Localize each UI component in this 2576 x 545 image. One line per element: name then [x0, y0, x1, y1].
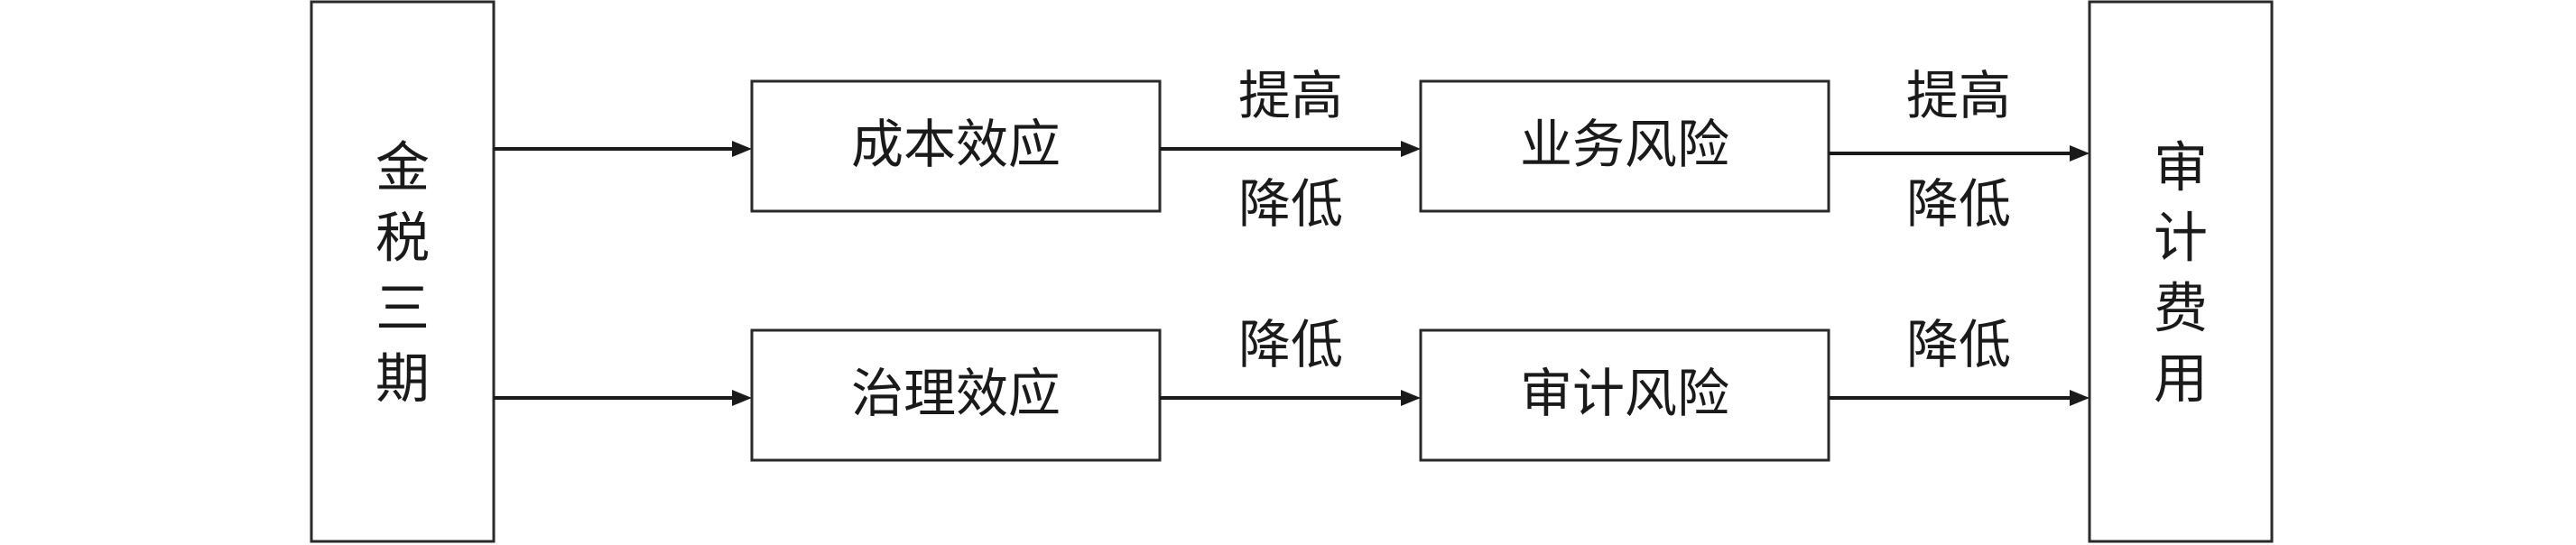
governance-effect-node: 治理效应 — [750, 328, 1162, 462]
arrow-phase3-to-governance — [494, 390, 752, 406]
audit-risk-node: 审计风险 — [1419, 328, 1830, 462]
edge-label-governance-to-audit-risk: 降低 — [1238, 314, 1343, 375]
audit-fee-node: 审 计 费 用 — [2088, 0, 2274, 543]
right-char-1: 审 — [2154, 137, 2208, 200]
right-char-2: 计 — [2154, 208, 2208, 271]
cost-effect-label: 成本效应 — [851, 114, 1061, 175]
business-risk-node: 业务风险 — [1419, 79, 1830, 213]
cost-effect-node: 成本效应 — [750, 79, 1162, 213]
right-char-4: 用 — [2154, 348, 2208, 411]
edge-label-cost-to-risk-decrease: 降低 — [1238, 173, 1343, 235]
business-risk-label: 业务风险 — [1520, 114, 1729, 175]
arrow-audit-risk-to-audit-fee — [1829, 390, 2090, 406]
left-char-1: 金 — [375, 137, 430, 200]
arrow-business-risk-to-audit-fee — [1829, 145, 2090, 162]
golden-tax-phase3-node: 金 税 三 期 — [310, 0, 496, 543]
left-char-2: 税 — [375, 208, 430, 271]
audit-risk-label: 审计风险 — [1520, 363, 1729, 424]
arrow-governance-to-audit-risk — [1160, 390, 1421, 406]
governance-effect-label: 治理效应 — [851, 363, 1061, 424]
right-char-3: 费 — [2154, 278, 2208, 341]
edge-label-cost-to-risk-increase: 提高 — [1238, 65, 1343, 126]
arrow-cost-to-business-risk — [1160, 141, 1421, 157]
left-char-3: 三 — [375, 278, 430, 341]
left-char-4: 期 — [375, 348, 430, 411]
edge-label-risk-to-fee-decrease: 降低 — [1906, 173, 2011, 235]
arrow-phase3-to-cost — [494, 141, 752, 157]
edge-label-audit-risk-to-fee: 降低 — [1906, 314, 2011, 375]
edge-label-risk-to-fee-increase: 提高 — [1906, 65, 2011, 126]
